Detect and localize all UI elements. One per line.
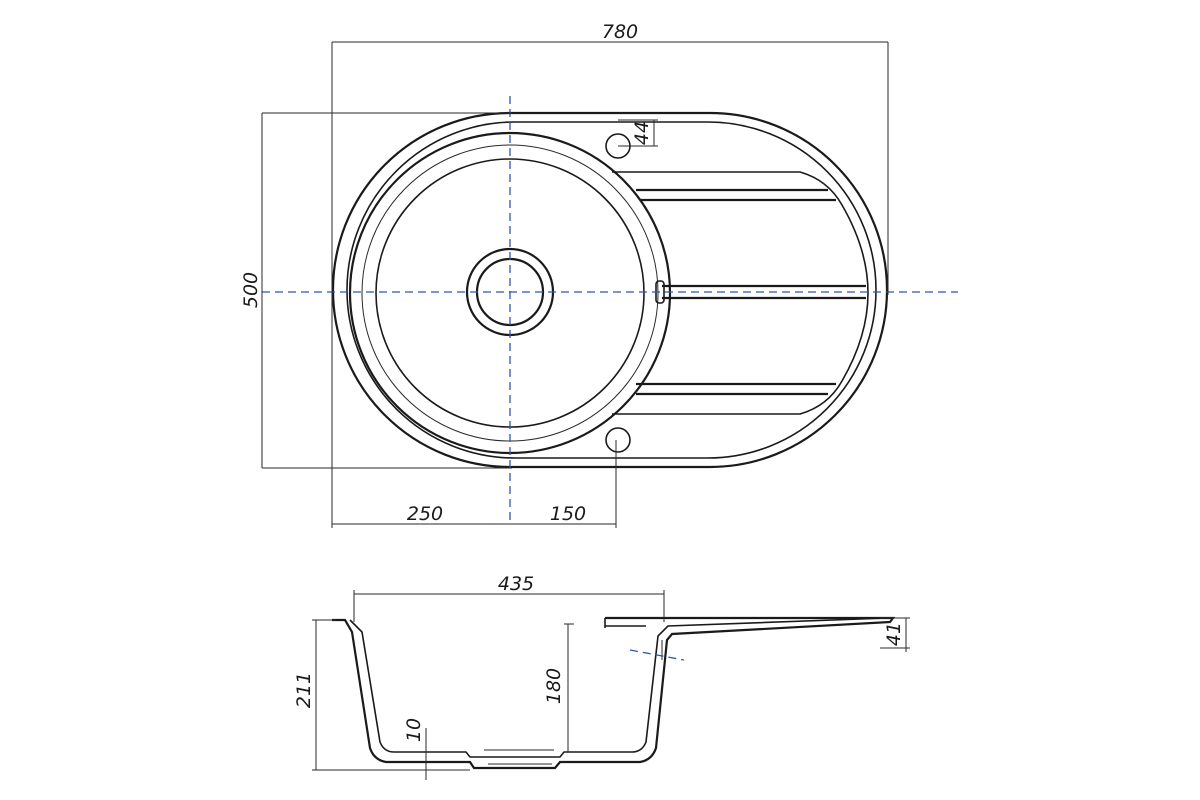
sink-profile-outer [332,616,896,770]
side-view-center-line [629,649,685,661]
sink-inner-rim [346,121,877,459]
dim-tap-hole-gap: 44 [631,121,653,145]
side-view [332,616,896,770]
dim-overall-height: 500 [240,272,262,308]
top-view [262,96,958,520]
dim-overall-width: 780 [602,21,638,43]
sink-profile-inner [349,617,889,758]
drainboard-outline [612,171,869,415]
dim-bowl-offset: 250 [407,503,443,525]
dim-tap-hole-offset: 150 [550,503,586,525]
dim-drainboard-thickness: 41 [883,622,905,646]
top-view-dimensions: 780 500 250 150 44 [240,21,889,528]
side-view-dimensions: 435 211 180 10 41 [293,573,910,780]
tap-hole-bottom [605,427,631,453]
dim-bowl-depth: 180 [543,668,565,704]
dim-bowl-top-width: 435 [498,573,534,595]
drainboard-ribs [612,171,869,415]
sink-outer-outline [331,111,889,469]
dim-total-depth: 211 [293,672,315,708]
dim-wall-thickness: 10 [403,718,425,742]
